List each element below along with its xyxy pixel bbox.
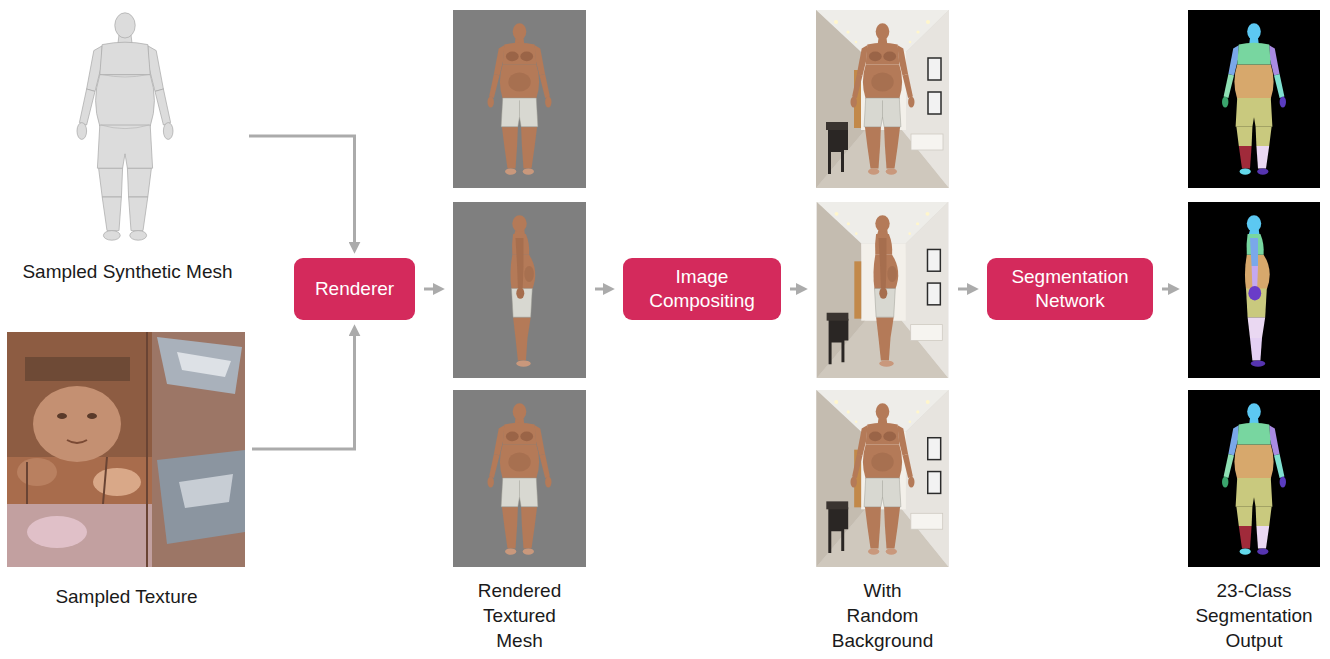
image-column: With Random Background xyxy=(816,8,949,653)
image-column: 23-Class Segmentation Output xyxy=(1188,8,1320,653)
caption-text: Sampled Synthetic Mesh xyxy=(10,259,245,284)
caption-text: Rendered Textured Mesh xyxy=(465,578,575,653)
caption-holder: 23-Class Segmentation Output xyxy=(1188,578,1320,653)
flow-arrow xyxy=(424,288,434,291)
segmentation-views xyxy=(1188,10,1320,567)
image-column: Rendered Textured Mesh xyxy=(453,8,586,653)
texture-panel: Sampled Texture xyxy=(5,330,248,615)
caption-holder: With Random Background xyxy=(816,578,949,653)
process-box: Image Compositing xyxy=(623,258,781,320)
caption-holder: Rendered Textured Mesh xyxy=(453,578,586,653)
mesh-panel: Sampled Synthetic Mesh xyxy=(10,3,245,288)
caption-holder: Sampled Synthetic Mesh xyxy=(10,259,245,284)
flow-arrow xyxy=(595,288,604,291)
flow-arrow xyxy=(249,136,355,243)
process-label: Renderer xyxy=(315,277,394,301)
caption-text: With Random Background xyxy=(828,578,938,653)
caption-text: Sampled Texture xyxy=(5,584,248,609)
process-label: Segmentation Network xyxy=(993,265,1147,313)
flow-arrow xyxy=(252,335,355,449)
flow-arrow xyxy=(790,288,797,291)
process-box: Segmentation Network xyxy=(987,258,1153,320)
mesh-figure xyxy=(77,13,173,240)
flow-arrow xyxy=(958,288,968,291)
caption-holder: Sampled Texture xyxy=(5,584,248,609)
caption-text: 23-Class Segmentation Output xyxy=(1191,578,1317,653)
flow-arrow xyxy=(1162,288,1169,291)
rendered-views xyxy=(453,10,586,567)
process-label: Image Compositing xyxy=(629,265,775,313)
texture-map xyxy=(7,332,245,567)
composited-views xyxy=(816,10,949,567)
process-box: Renderer xyxy=(294,258,415,320)
